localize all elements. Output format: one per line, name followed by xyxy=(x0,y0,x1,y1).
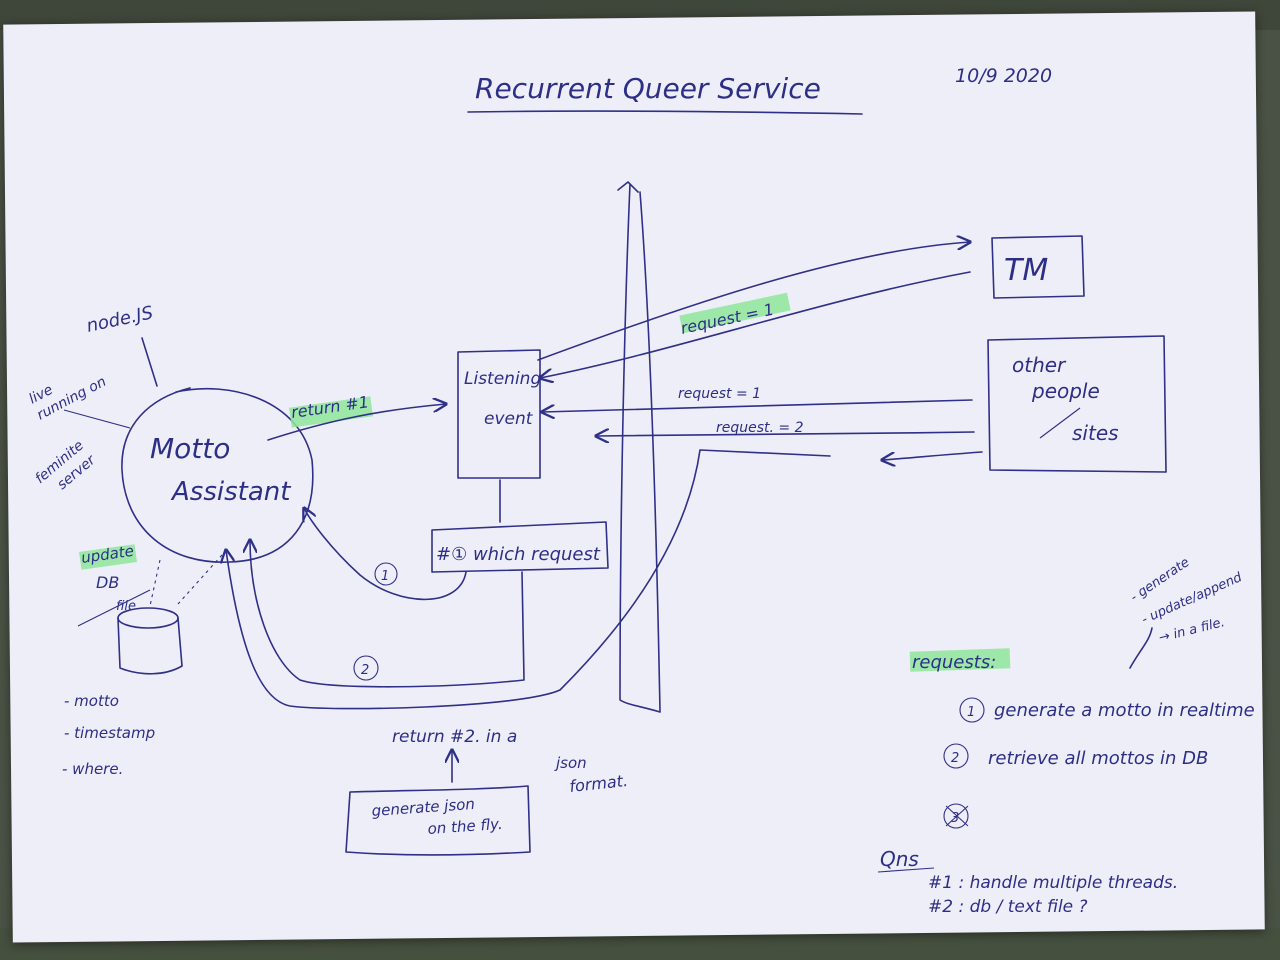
return2-path xyxy=(226,449,831,710)
reply-arrow xyxy=(882,451,983,460)
requests-highlight xyxy=(909,648,1011,672)
request2-arrow xyxy=(596,432,975,436)
return1-highlight xyxy=(289,396,373,428)
from-tm-arrow xyxy=(540,271,971,378)
boundary-wall xyxy=(617,181,661,713)
path2-arrow xyxy=(250,540,525,688)
listening-event-box xyxy=(457,349,541,479)
path1-arrow xyxy=(304,508,467,601)
return1-arrow xyxy=(267,404,446,441)
motto-assistant-label-1: Motto xyxy=(150,432,230,465)
field-motto: - motto xyxy=(64,692,119,710)
field-where: - where. xyxy=(62,760,123,778)
return2-label-3: format. xyxy=(568,771,628,796)
other-label-2: people xyxy=(1031,379,1100,403)
date-label: 10/9 2020 xyxy=(955,65,1052,87)
path1-number: 1 xyxy=(381,569,389,584)
db-link-2 xyxy=(177,554,223,605)
listening-label-1: Listening xyxy=(464,369,541,389)
request-note-pointer xyxy=(1129,627,1153,669)
generate-label-1: generate json xyxy=(371,795,475,820)
qns-heading: Qns xyxy=(880,847,919,871)
request-note-3: → in a file. xyxy=(1157,615,1226,646)
db-label: DB xyxy=(96,573,119,592)
request2-label: request. = 2 xyxy=(716,420,804,436)
title-underline xyxy=(467,110,863,115)
other-label-1: other xyxy=(1012,353,1067,377)
request-item-1-number: 1 xyxy=(967,705,975,720)
tm-box xyxy=(991,235,1085,299)
database-cylinder-icon xyxy=(117,607,183,675)
motto-assistant-circle xyxy=(121,387,314,563)
other-sites-box xyxy=(987,335,1167,473)
request1-arrow xyxy=(542,399,973,412)
update-highlight xyxy=(79,544,137,570)
request-item-3-number: 3 xyxy=(951,811,959,826)
request-item-1-circle-icon xyxy=(959,697,985,723)
server-divider xyxy=(63,409,131,429)
requests-heading: requests: xyxy=(912,652,996,673)
request-item-2-number: 2 xyxy=(951,751,959,766)
request-item-1-text: generate a motto in realtime xyxy=(994,700,1255,721)
request1-top-highlight xyxy=(679,292,791,334)
motto-assistant-label-2: Assistant xyxy=(170,477,291,507)
generate-json-box xyxy=(345,785,531,856)
return2-label-1: return #2. in a xyxy=(392,727,517,747)
qns-item-2: #2 : db / text file ? xyxy=(928,897,1088,917)
request-item-2-circle-icon xyxy=(943,743,969,769)
field-timestamp: - timestamp xyxy=(64,724,155,742)
return2-label-2: json xyxy=(554,754,587,772)
which-request-label: #① which request xyxy=(436,544,601,565)
qns-underline xyxy=(877,867,935,873)
path1-circle-icon xyxy=(374,562,398,586)
db-link-1 xyxy=(149,559,161,607)
other-slash xyxy=(1039,407,1081,439)
tm-label: TM xyxy=(1004,253,1048,288)
which-request-box xyxy=(431,521,609,573)
request-item-3-strike xyxy=(945,805,969,827)
path2-circle-icon xyxy=(353,655,379,681)
request1-mid-label: request = 1 xyxy=(678,386,761,402)
to-tm-arrow xyxy=(537,242,970,361)
page-title: Recurrent Queer Service xyxy=(475,72,821,105)
nodejs-label: node.JS xyxy=(85,302,155,337)
request-item-3-circle-icon xyxy=(943,803,969,829)
qns-item-1: #1 : handle multiple threads. xyxy=(928,873,1178,893)
db-file-slash xyxy=(77,589,151,627)
nodejs-pointer xyxy=(141,337,158,387)
request-item-2-text: retrieve all mottos in DB xyxy=(988,748,1208,769)
other-label-3: sites xyxy=(1072,421,1119,445)
listening-label-2: event xyxy=(484,409,534,429)
generate-label-2: on the fly. xyxy=(427,815,503,838)
path2-number: 2 xyxy=(361,663,369,678)
